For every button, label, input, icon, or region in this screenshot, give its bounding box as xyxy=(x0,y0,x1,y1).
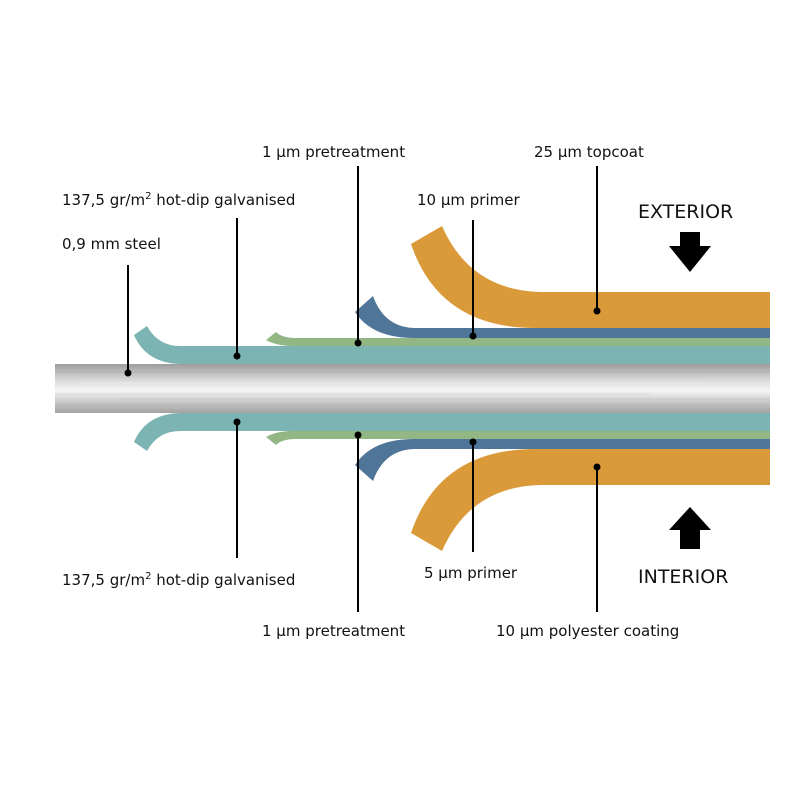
steel-brush-texture xyxy=(55,371,770,406)
exterior-pretreatment-layer xyxy=(266,332,770,347)
arrow-up-icon xyxy=(669,507,711,549)
interior-galvanised-layer xyxy=(134,413,770,451)
interior-pretreatment-layer xyxy=(266,430,770,445)
exterior-leaders xyxy=(124,166,601,377)
label-exterior-steel: 0,9 mm steel xyxy=(62,235,161,253)
exterior-galvanised-layer xyxy=(134,326,770,364)
exterior-side-label: EXTERIOR xyxy=(638,201,733,223)
label-interior-galvanised: 137,5 gr/m2 hot-dip galvanised xyxy=(62,571,295,589)
label-interior-pretreatment: 1 µm pretreatment xyxy=(262,622,405,640)
exterior-topcoat-layer xyxy=(411,226,770,329)
label-exterior-pretreatment: 1 µm pretreatment xyxy=(262,143,405,161)
interior-primer-layer xyxy=(355,439,770,481)
interior-leaders xyxy=(233,418,601,612)
exterior-primer-layer xyxy=(355,296,770,338)
interior-coating-layer xyxy=(411,448,770,551)
steel-core xyxy=(55,364,770,413)
arrow-down-icon xyxy=(669,232,711,272)
label-interior-primer: 5 µm primer xyxy=(424,564,518,582)
label-exterior-galvanised: 137,5 gr/m2 hot-dip galvanised xyxy=(62,191,295,209)
interior-side-label: INTERIOR xyxy=(638,566,728,588)
label-exterior-primer: 10 µm primer xyxy=(417,191,520,209)
label-interior-coating: 10 µm polyester coating xyxy=(496,622,679,640)
label-exterior-topcoat: 25 µm topcoat xyxy=(534,143,644,161)
